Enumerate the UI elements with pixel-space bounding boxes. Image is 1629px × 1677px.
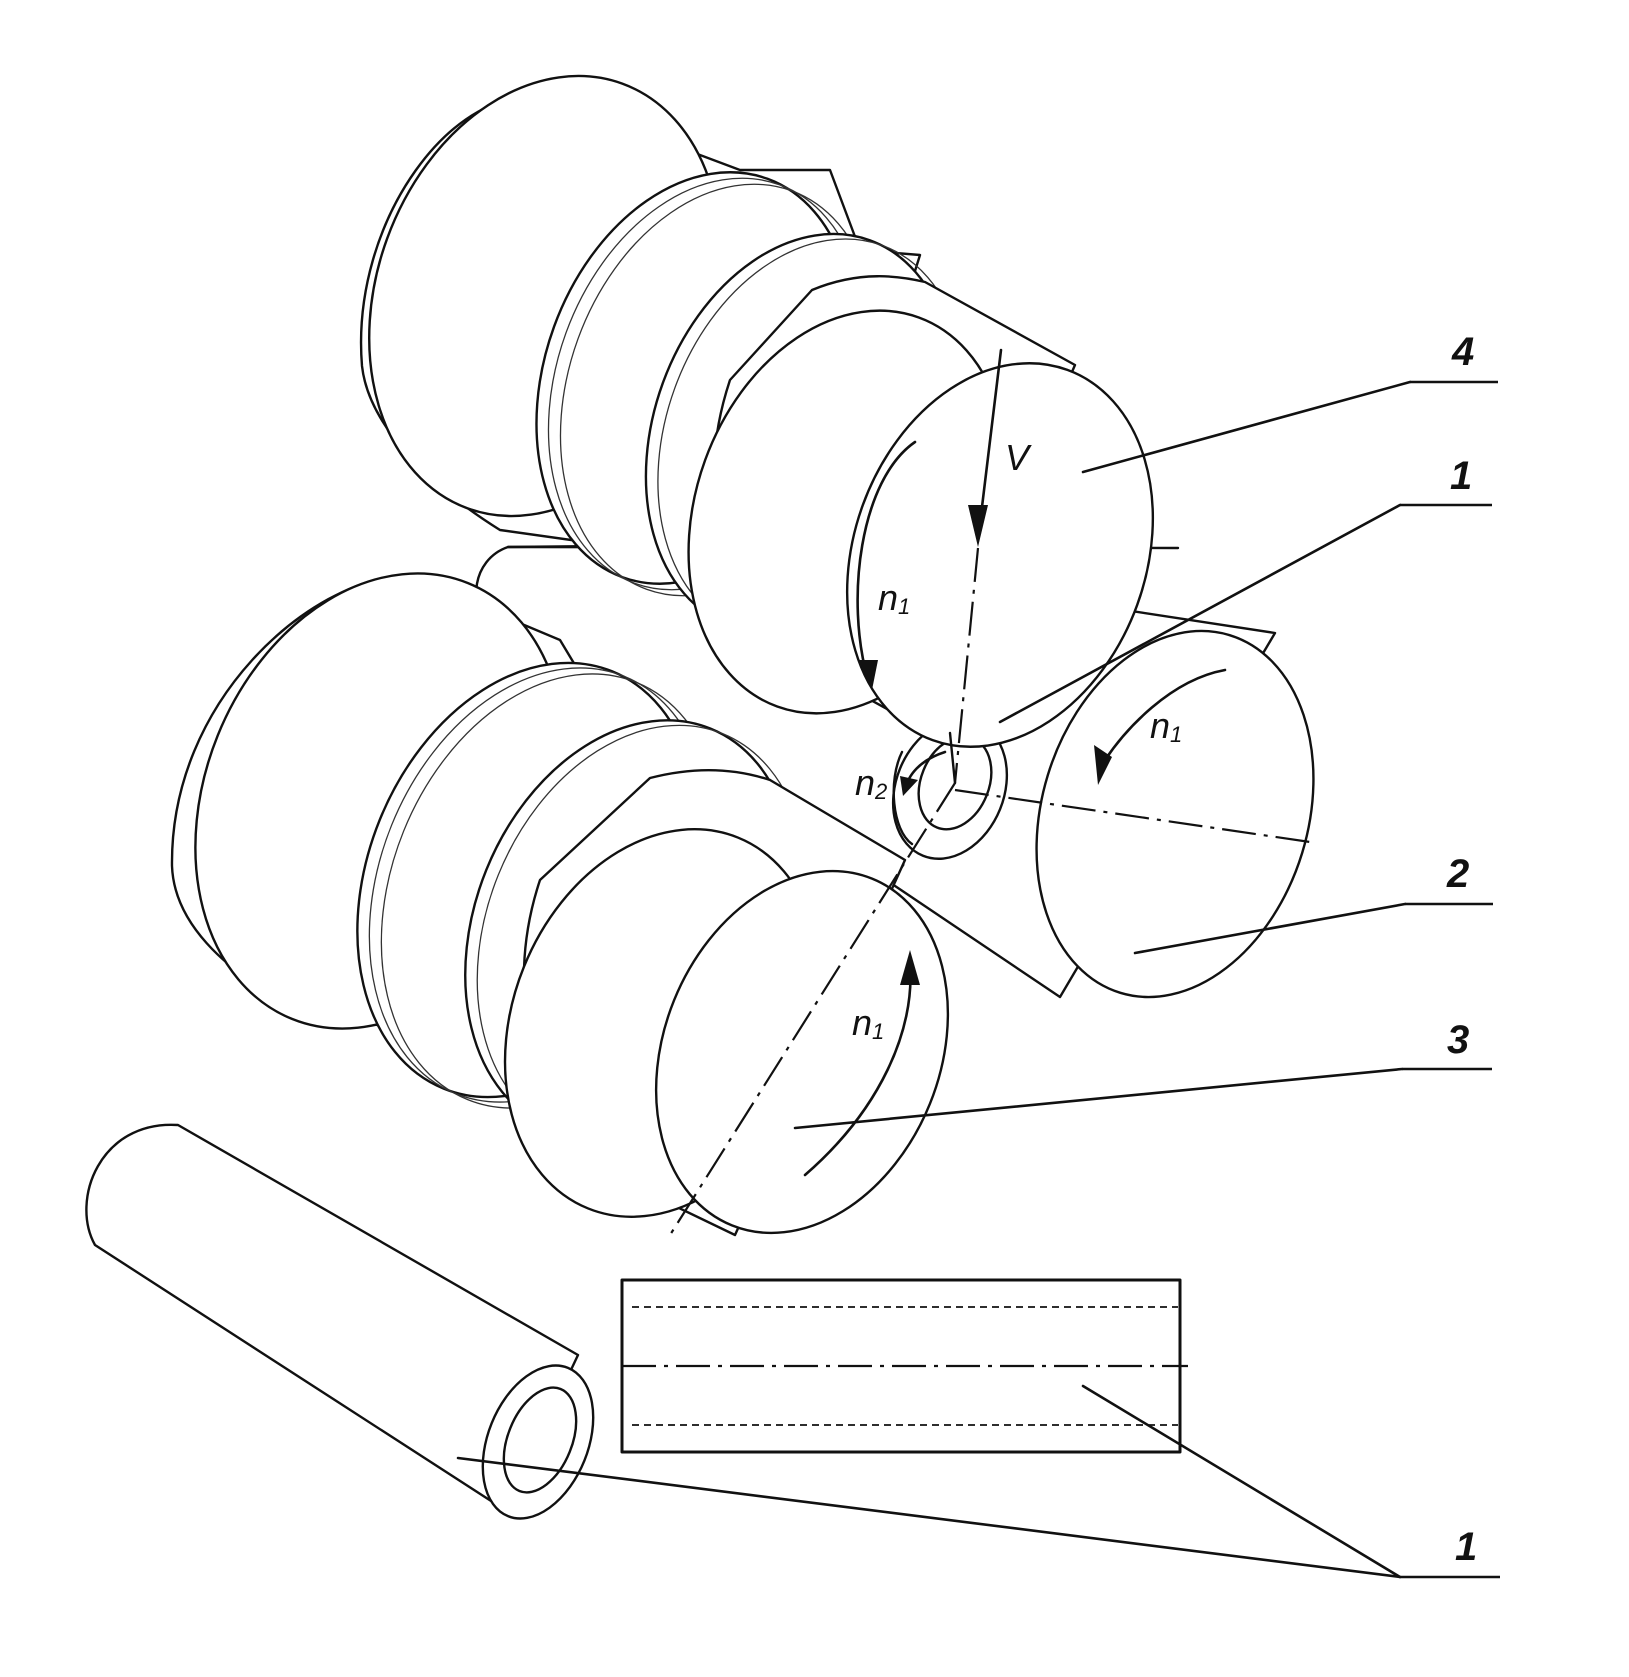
symbol-n1-roll-3: n 1 — [852, 1002, 884, 1044]
rotation-arrow-roll-3 — [803, 950, 920, 1177]
center-lines — [669, 547, 1311, 1236]
symbol-n1-letter: n — [1150, 705, 1170, 746]
rotation-arrow-workpiece — [900, 750, 947, 796]
label-workpiece-top: 1 — [1450, 454, 1472, 498]
symbol-n1-subscript: 1 — [1170, 722, 1182, 747]
symbol-n1-subscript: 1 — [872, 1019, 884, 1044]
symbol-n1-roll-4: n 1 — [878, 577, 910, 619]
symbol-n2-workpiece: n 2 — [855, 762, 887, 804]
symbol-n2-letter: n — [855, 762, 875, 803]
label-roll-2: 2 — [1446, 852, 1469, 896]
symbol-n1-subscript: 1 — [898, 594, 910, 619]
symbol-velocity: V — [1005, 437, 1032, 478]
label-roll-4: 4 — [1451, 330, 1474, 374]
symbol-n2-subscript: 2 — [874, 779, 887, 804]
label-roll-3: 3 — [1447, 1018, 1469, 1062]
rotation-arrow-roll-4 — [856, 440, 917, 690]
roll-4-upper — [359, 74, 1155, 748]
symbol-n1-roll-2: n 1 — [1150, 705, 1182, 747]
tube-product-isometric — [85, 1123, 595, 1520]
label-workpiece-bottom: 1 — [1455, 1525, 1477, 1569]
roll-3-lower — [170, 572, 950, 1237]
symbol-n1-letter: n — [852, 1002, 872, 1043]
rotation-arrow-roll-2 — [1094, 668, 1227, 785]
velocity-arrow — [968, 348, 1003, 547]
tube-product-section — [620, 1278, 1188, 1454]
symbol-n1-letter: n — [878, 577, 898, 618]
leader-lines — [456, 380, 1500, 1579]
